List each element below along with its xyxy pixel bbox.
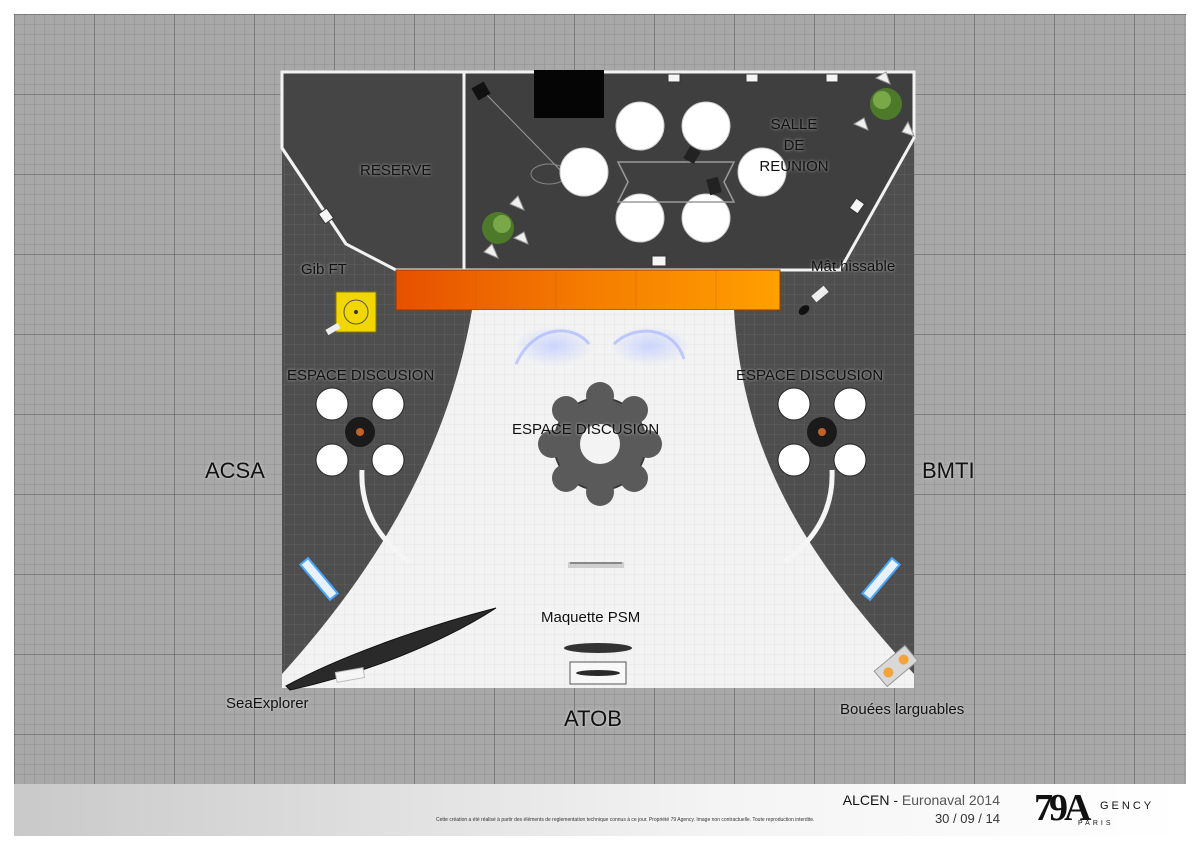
- plant-icon: [482, 212, 514, 244]
- discussion-right-label: ESPACE DISCUSION: [736, 367, 884, 384]
- event-name: Euronaval 2014: [901, 792, 1000, 808]
- meeting-room-label-line: SALLE: [770, 116, 818, 133]
- gib-ft-label: Gib FT: [301, 261, 347, 278]
- meeting-room-label-line: REUNION: [759, 158, 829, 175]
- neighbour-left-label: ACSA: [205, 458, 265, 483]
- maquette-psm-label: Maquette PSM: [541, 609, 641, 626]
- seaexplorer-glider: [285, 607, 497, 691]
- discussion-space-right: [777, 387, 867, 477]
- footer: Cette création a été réalisé à partir de…: [14, 784, 1186, 836]
- client-name: ALCEN: [842, 792, 890, 808]
- meeting-table: [616, 161, 736, 203]
- plant-icon: [870, 88, 902, 120]
- neighbour-bottom-label: ATOB: [564, 706, 622, 731]
- meeting-chairs: [559, 101, 787, 243]
- title-separator: -: [889, 792, 902, 808]
- reception-counter: [395, 269, 781, 311]
- bouees-label: Bouées larguables: [840, 701, 965, 718]
- reserve-label: RESERVE: [360, 162, 432, 179]
- mast-icon: [798, 285, 829, 315]
- logo-mark: 79A: [1034, 787, 1091, 829]
- plan-frame: RESERVE SALLE DE REUNION Gib FT Mât hiss…: [14, 14, 1186, 836]
- tv-screen: [534, 70, 604, 118]
- buoys: [873, 644, 919, 688]
- gib-ft-table: [325, 291, 377, 336]
- neighbour-right-label: BMTI: [922, 458, 975, 483]
- display-left: [298, 556, 340, 602]
- agency-logo: 79A GENCY PARIS: [1032, 787, 1162, 834]
- meeting-room-label-line: DE: [783, 137, 805, 154]
- meeting-room: [462, 70, 916, 272]
- floor-plan: [280, 70, 919, 691]
- seaexplorer-label: SeaExplorer: [226, 695, 309, 712]
- mat-hissable-label: Mât hissable: [811, 258, 896, 275]
- legal-notice: Cette création a été réalisé à partir de…: [436, 817, 815, 823]
- logo-city: PARIS: [1078, 820, 1114, 827]
- discussion-left-label: ESPACE DISCUSION: [287, 367, 435, 384]
- discussion-center-label: ESPACE DISCUSION: [512, 421, 660, 438]
- meeting-room-label: SALLE DE REUNION: [752, 114, 836, 177]
- display-right: [860, 556, 902, 602]
- central-seating: [538, 382, 662, 506]
- logo-word: GENCY: [1100, 800, 1155, 812]
- psm-model: [564, 562, 632, 685]
- project-date: 30 / 09 / 14: [934, 811, 1000, 826]
- discussion-space-left: [315, 387, 405, 477]
- project-title: ALCEN - Euronaval 2014: [843, 792, 1000, 808]
